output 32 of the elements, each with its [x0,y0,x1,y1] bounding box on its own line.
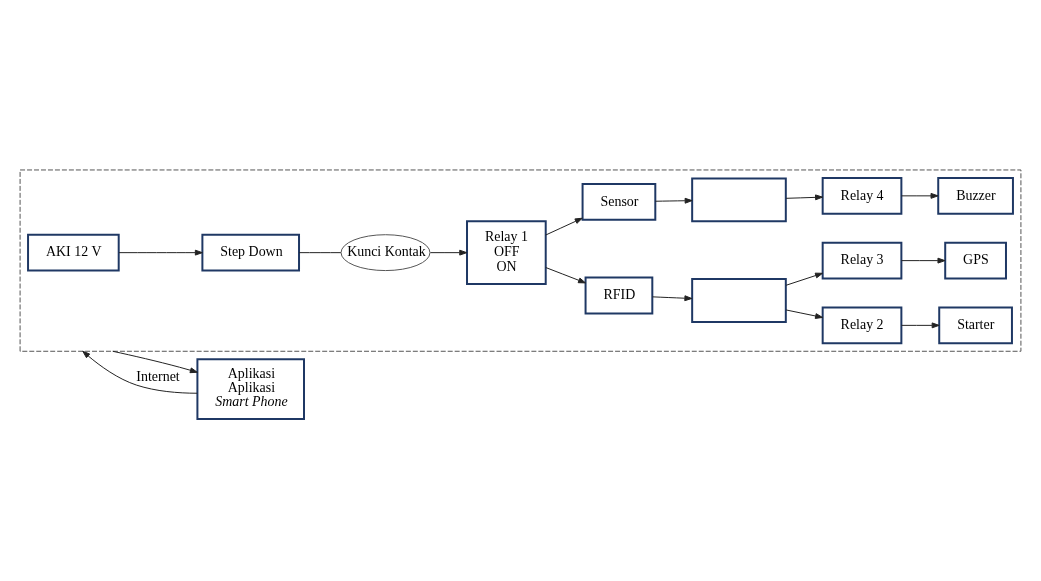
connector [298,252,342,254]
node-box: Aplikasi Aplikasi Smart Phone [196,358,305,420]
arrow [652,295,693,302]
node-box: GPS [944,241,1007,280]
node-box: Relay 1 OFF ON [466,220,547,285]
node-box: Step Down [201,233,301,272]
arrow [900,192,939,199]
arrow [112,350,198,374]
arrow [429,249,468,256]
arrow [900,257,946,264]
node-box [691,177,787,223]
node-box: Relay 4 [821,176,903,215]
node-box: Relay 2 [821,306,903,345]
node-box: AKI 12 V [27,233,120,272]
node-box: Starter [938,306,1013,345]
node-ellipse: Kunci Kontak [340,234,431,272]
arrow [900,322,940,329]
arrow [118,249,203,256]
node-box: Relay 3 [821,241,903,280]
arrow [785,309,824,319]
node-box: RFID [584,276,654,315]
arrow [545,267,586,284]
cluster [19,169,1022,352]
node-box: Sensor [581,182,657,221]
arrow [654,197,693,204]
node-box [691,278,787,323]
arrow [785,272,824,286]
arrow [785,194,824,201]
arrow [82,350,198,394]
node-box: Buzzer [937,176,1014,215]
arrow [545,217,583,236]
edge-label: Internet [136,369,180,385]
